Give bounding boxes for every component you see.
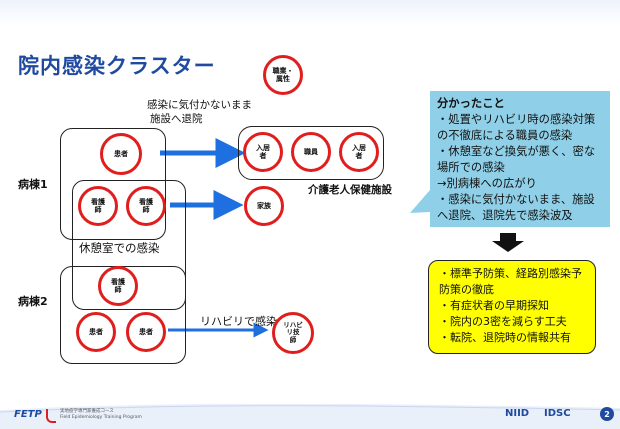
ward1-box	[60, 128, 166, 240]
resident-b-circle: 入居 者	[339, 132, 379, 172]
findings-item: ・感染に気付かないまま、施設へ退院、退院先で感染波及	[437, 193, 595, 223]
facility-label: 介護老人保健施設	[308, 184, 392, 196]
fetp-j-mark-icon	[46, 409, 56, 423]
ward1-label: 病棟1	[18, 178, 48, 191]
rehab-note: リハビリで感染	[200, 315, 277, 328]
patient-ward1-circle: 患者	[100, 133, 142, 175]
idsc-logo: IDSC	[544, 408, 571, 419]
facility-box	[238, 126, 384, 180]
findings-callout-pointer	[410, 190, 430, 213]
discharge-note-line1: 感染に気付かないまま	[147, 99, 252, 111]
page-title: 院内感染クラスター	[18, 54, 216, 78]
patient-ward2-b-circle: 患者	[126, 312, 166, 352]
fetp-logo: FETP	[14, 409, 42, 420]
resident-a-circle: 入居 者	[243, 132, 283, 172]
findings-item: ・処置やリハビリ時の感染対策の不徹底による職員の感染	[437, 113, 596, 143]
measures-item: ・転院、退院時の情報共有	[439, 330, 571, 344]
ward2-label: 病棟2	[18, 295, 48, 308]
findings-box: 分かったこと ・処置やリハビリ時の感染対策の不徹底による職員の感染 ・休憩室など…	[430, 91, 610, 227]
rehab-tech-circle: リハビ リ技 師	[272, 312, 314, 354]
nurse-ward2-circle: 看護 師	[98, 266, 138, 306]
measures-box: ・標準予防策、経路別感染予防策の徹底 ・有症状者の早期探知 ・院内の3密を減らす…	[428, 260, 596, 354]
findings-item: →別病棟への広がり	[437, 177, 537, 191]
nurse-ward1-a-circle: 看護 師	[78, 186, 118, 226]
fetp-text-line2: Field Epidemiology Training Program	[60, 415, 142, 420]
findings-item: ・休憩室など換気が悪く、密な場所での感染	[437, 145, 596, 175]
down-arrow	[492, 233, 524, 252]
break-room-label: 休憩室での感染	[78, 240, 161, 256]
top-banner	[0, 0, 620, 26]
staff-circle: 職員	[291, 132, 331, 172]
page-number: 2	[600, 407, 614, 421]
footer-wave	[0, 403, 620, 429]
measures-item: ・院内の3密を減らす工夫	[439, 314, 567, 328]
fetp-text-line1: 実地疫学専門家養成コース	[60, 409, 114, 414]
measures-item: ・有症状者の早期探知	[439, 298, 549, 312]
findings-heading: 分かったこと	[437, 97, 505, 110]
nurse-ward1-b-circle: 看護 師	[126, 186, 166, 226]
footer: FETP 実地疫学専門家養成コース Field Epidemiology Tra…	[0, 398, 620, 429]
measures-item: ・標準予防策、経路別感染予防策の徹底	[439, 267, 582, 296]
patient-ward2-a-circle: 患者	[76, 312, 116, 352]
family-circle: 家族	[244, 186, 284, 226]
occupation-attribute-circle: 職業・ 属性	[263, 55, 303, 95]
discharge-note-line2: 施設へ退院	[150, 113, 203, 125]
break-room-box	[72, 180, 186, 310]
niid-logo: NIID	[505, 408, 530, 419]
